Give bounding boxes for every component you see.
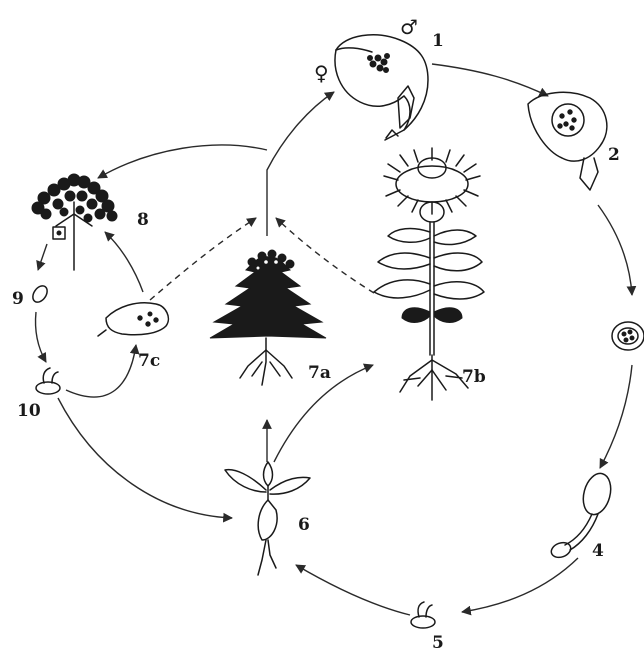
label-4: 4 — [592, 541, 604, 561]
arrow-1-to-2 — [432, 64, 548, 96]
arrow-5-to-6 — [296, 565, 410, 615]
stage-9-spore — [30, 283, 50, 305]
label-9: 9 — [12, 289, 24, 309]
stage-5-sprout — [411, 602, 435, 628]
stage-7c-leaf — [98, 303, 168, 336]
arrow-10-to-6 — [58, 398, 232, 518]
label-5: 5 — [432, 633, 444, 651]
label-8: 8 — [137, 210, 149, 230]
stage-7b-sunflower — [374, 148, 484, 400]
arrow-7c-to-8 — [105, 232, 143, 292]
arrow-3-to-4 — [600, 365, 632, 468]
label-7a: 7a — [308, 363, 331, 383]
arrow-7a-to-1 — [267, 92, 334, 236]
label-7c: 7c — [138, 351, 160, 371]
cycle-arrows — [35, 64, 632, 615]
arrow-8-to-9 — [38, 244, 47, 270]
arrow-9-to-10 — [35, 312, 46, 362]
stage-8-tree — [32, 174, 117, 270]
arrow-10-to-7c — [66, 345, 136, 397]
stage-2-ovule — [528, 92, 607, 190]
sunflower-leaves — [374, 229, 484, 323]
label-6: 6 — [298, 515, 310, 535]
stage-1-flower — [335, 35, 428, 140]
stage-3-spore — [612, 322, 644, 350]
sunflower-head — [384, 148, 480, 222]
arrow-8-branch — [98, 145, 267, 178]
label-1: 1 — [432, 31, 444, 51]
stage-10-germinating-spore — [36, 368, 60, 394]
stage-4-germinating — [549, 470, 615, 560]
arrow-4-to-5 — [462, 558, 578, 612]
label-10: 10 — [17, 401, 41, 421]
dashed-7c-to-center — [150, 218, 256, 300]
label-7b: 7b — [462, 367, 486, 387]
label-2: 2 — [608, 145, 620, 165]
arrow-2-to-3 — [598, 205, 632, 295]
pollen-cluster — [368, 54, 390, 73]
female-symbol: ♀ — [314, 61, 329, 85]
male-symbol: ♂ — [400, 15, 418, 39]
